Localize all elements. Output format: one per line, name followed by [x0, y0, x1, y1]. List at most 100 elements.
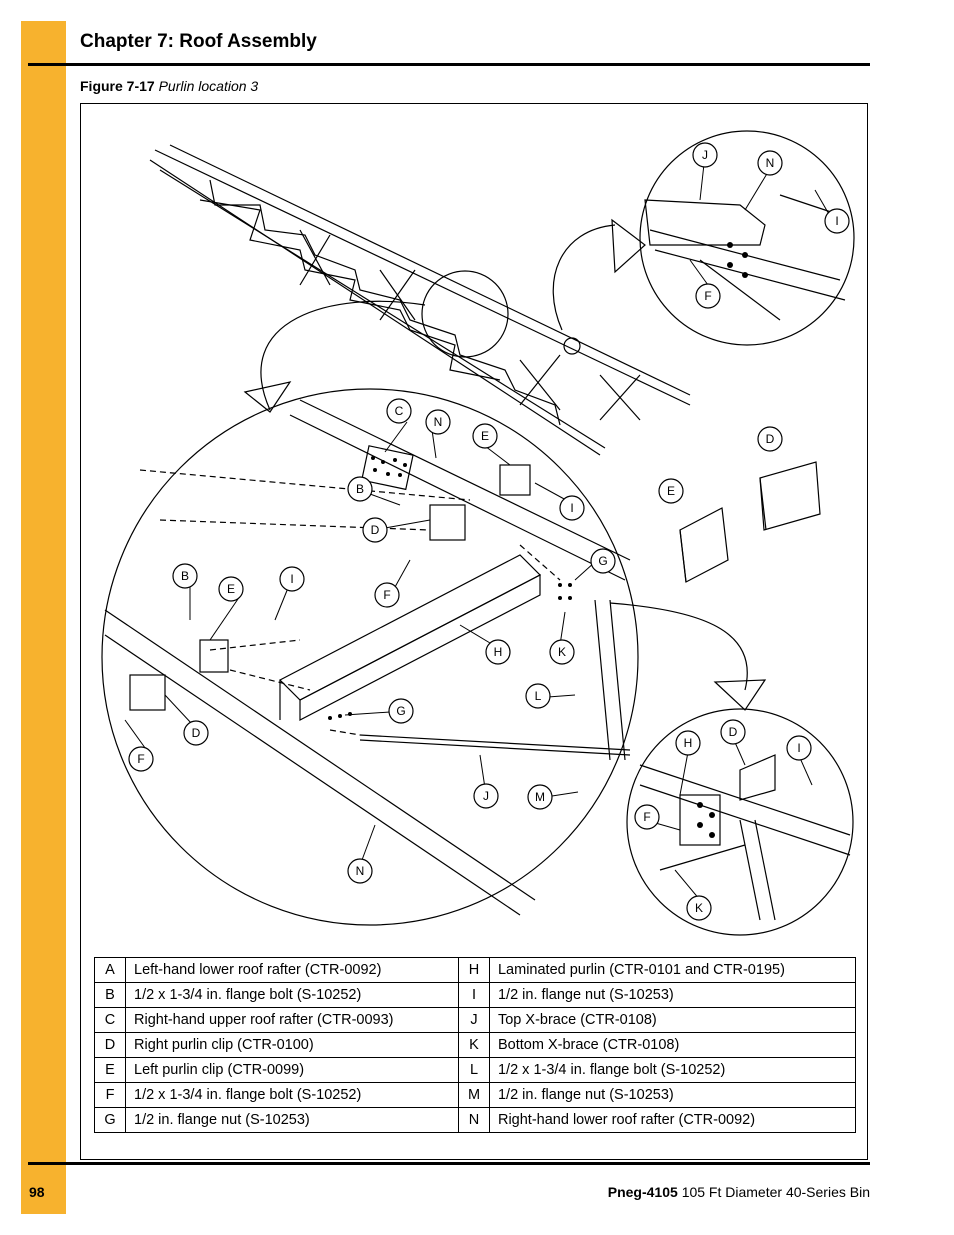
table-row: D Right purlin clip (CTR-0100) K Bottom … [94, 1032, 857, 1058]
part-description: 1/2 in. flange nut (S-10253) [488, 982, 857, 1008]
svg-text:I: I [797, 741, 800, 755]
footer-document-title: Pneg-4105 105 Ft Diameter 40-Series Bin [608, 1184, 870, 1200]
svg-text:K: K [695, 901, 703, 915]
table-row: G 1/2 in. flange nut (S-10253) N Right-h… [94, 1107, 857, 1133]
callout-f: F [128, 746, 154, 772]
callout-n: N [347, 858, 373, 884]
svg-text:D: D [192, 726, 201, 740]
callout-i: I [279, 566, 305, 592]
figure-caption: Figure 7-17 Purlin location 3 [80, 78, 258, 94]
callout-b: B [347, 476, 373, 502]
rafter-truss-overview [149, 144, 691, 456]
table-row: E Left purlin clip (CTR-0099) L 1/2 x 1-… [94, 1057, 857, 1083]
callout-n: N [425, 409, 451, 435]
figure-number: Figure 7-17 [80, 78, 155, 94]
svg-text:H: H [494, 645, 503, 659]
svg-text:E: E [667, 484, 675, 498]
chapter-title: Chapter 7: Roof Assembly [80, 31, 317, 52]
callout-j: J [692, 142, 718, 168]
svg-text:G: G [396, 704, 405, 718]
header-rule [28, 63, 870, 66]
callout-f: F [374, 582, 400, 608]
svg-text:J: J [483, 789, 489, 803]
svg-text:N: N [356, 864, 365, 878]
page-number: 98 [29, 1184, 45, 1200]
detail-view-top-right [639, 130, 855, 346]
svg-text:C: C [395, 404, 404, 418]
part-description: 1/2 in. flange nut (S-10253) [488, 1082, 857, 1108]
part-key: H [457, 957, 490, 983]
svg-text:F: F [704, 289, 711, 303]
part-key: B [94, 982, 126, 1008]
fastener-dots [328, 242, 748, 838]
loose-purlin-clips [679, 461, 821, 583]
svg-text:G: G [598, 554, 607, 568]
callout-g: G [590, 548, 616, 574]
callout-k: K [549, 639, 575, 665]
callout-m: M [527, 784, 553, 810]
callout-h: H [485, 639, 511, 665]
detail-view-bottom-right [626, 708, 854, 936]
svg-text:E: E [481, 429, 489, 443]
table-row: F 1/2 x 1-3/4 in. flange bolt (S-10252) … [94, 1082, 857, 1108]
part-description: Left purlin clip (CTR-0099) [125, 1057, 459, 1083]
svg-text:D: D [729, 725, 738, 739]
svg-text:K: K [558, 645, 566, 659]
callout-g: G [388, 698, 414, 724]
callout-b: B [172, 563, 198, 589]
svg-text:N: N [766, 156, 775, 170]
side-accent-bar [21, 21, 66, 1214]
svg-text:N: N [434, 415, 443, 429]
callout-k: K [686, 895, 712, 921]
svg-text:I: I [290, 572, 293, 586]
svg-text:B: B [181, 569, 189, 583]
part-key: E [94, 1057, 126, 1083]
callout-d: D [362, 517, 388, 543]
part-description: 1/2 x 1-3/4 in. flange bolt (S-10252) [125, 982, 459, 1008]
callout-f: F [634, 804, 660, 830]
part-key: C [94, 1007, 126, 1033]
part-key: I [457, 982, 490, 1008]
svg-text:B: B [356, 482, 364, 496]
callout-i: I [786, 735, 812, 761]
callout-bubbles: C N E B I D G B I E F H K L G D F J M N … [128, 142, 850, 921]
figure-title: Purlin location 3 [158, 78, 259, 94]
callout-f: F [695, 283, 721, 309]
svg-text:D: D [371, 523, 380, 537]
part-key: K [457, 1032, 490, 1058]
detail-view-main [101, 388, 639, 926]
callout-arrows [243, 218, 767, 711]
svg-text:I: I [835, 214, 838, 228]
assembly-drawing: C N E B I D G B I E F H K L G D F J M N … [101, 130, 855, 936]
callout-e: E [218, 576, 244, 602]
svg-text:I: I [570, 501, 573, 515]
part-description: Right purlin clip (CTR-0100) [125, 1032, 459, 1058]
svg-text:D: D [766, 432, 775, 446]
svg-text:F: F [643, 810, 650, 824]
table-row: B 1/2 x 1-3/4 in. flange bolt (S-10252) … [94, 982, 857, 1008]
callout-d: D [183, 720, 209, 746]
table-row: A Left-hand lower roof rafter (CTR-0092)… [94, 957, 857, 983]
callout-d: D [720, 719, 746, 745]
part-description: 1/2 x 1-3/4 in. flange bolt (S-10252) [125, 1082, 459, 1108]
figure-frame [80, 103, 868, 1160]
part-description: Left-hand lower roof rafter (CTR-0092) [125, 957, 459, 983]
callout-h: H [675, 730, 701, 756]
part-key: M [457, 1082, 490, 1108]
callout-j: J [473, 783, 499, 809]
part-key: F [94, 1082, 126, 1108]
svg-text:E: E [227, 582, 235, 596]
part-description: 1/2 x 1-3/4 in. flange bolt (S-10252) [488, 1057, 857, 1083]
part-description: Laminated purlin (CTR-0101 and CTR-0195) [488, 957, 857, 983]
callout-c: C [386, 398, 412, 424]
callout-n: N [757, 150, 783, 176]
svg-text:L: L [535, 689, 542, 703]
part-key: J [457, 1007, 490, 1033]
part-key: G [94, 1107, 126, 1133]
leader-lines [124, 163, 831, 901]
table-row: C Right-hand upper roof rafter (CTR-0093… [94, 1007, 857, 1033]
callout-e: E [658, 478, 684, 504]
footer-rule [28, 1162, 870, 1165]
document-code: Pneg-4105 [607, 1184, 678, 1200]
svg-text:J: J [702, 148, 708, 162]
